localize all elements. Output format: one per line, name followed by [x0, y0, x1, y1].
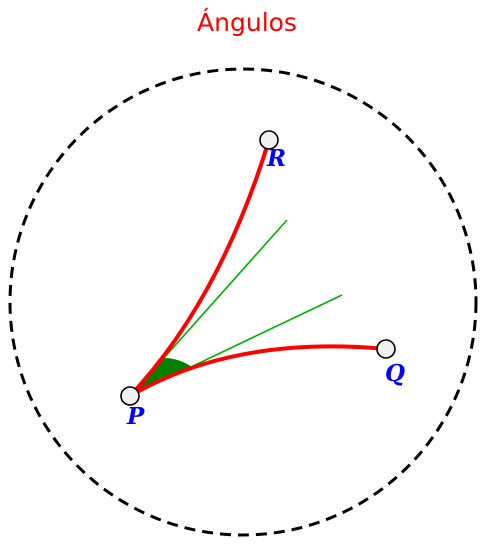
arc-pq [128, 344, 387, 398]
point-q[interactable] [376, 339, 396, 359]
arc-pr [128, 139, 271, 398]
point-q-label: Q [385, 360, 405, 387]
boundary-circle [8, 67, 478, 537]
point-r-label: R [266, 145, 286, 172]
diagram-title: Ángulos [197, 8, 297, 37]
point-p[interactable] [120, 386, 140, 406]
point-p-label: P [126, 403, 145, 430]
point-r[interactable] [259, 130, 279, 150]
